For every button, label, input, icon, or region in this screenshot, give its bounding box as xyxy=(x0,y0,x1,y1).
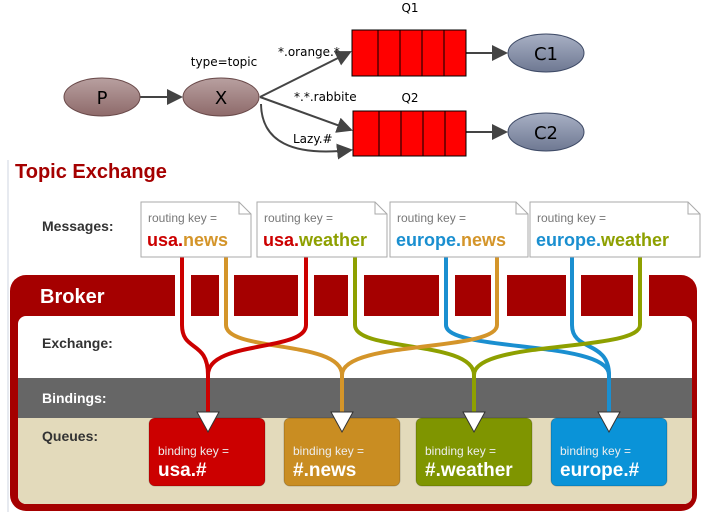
routing-key-value: usa.weather xyxy=(263,230,367,250)
queue-box: binding key = europe.# xyxy=(550,411,668,487)
message-card: routing key = europe.weather xyxy=(529,201,701,258)
page-fold-icon xyxy=(374,202,387,215)
binding-key-value: #.weather xyxy=(425,460,513,481)
message-card: routing key = europe.news xyxy=(389,201,529,258)
binding-key-value: europe.# xyxy=(560,460,640,481)
exchange-row-label: Exchange: xyxy=(42,335,113,351)
arrow-down-icon xyxy=(462,411,486,434)
route-line xyxy=(340,257,499,412)
binding-key-value: #.news xyxy=(293,460,356,481)
binding-key-prefix: binding key = xyxy=(293,444,364,458)
arrow-down-icon xyxy=(597,411,621,434)
topic-flow-diagram: P X C1 C2 Q1 Q2 type=topic *.orange.* *.… xyxy=(63,1,585,160)
bindings-row-label: Bindings: xyxy=(42,390,107,406)
page-fold-icon xyxy=(687,202,700,215)
queues-row-label: Queues: xyxy=(42,428,98,444)
message-card: routing key = usa.news xyxy=(140,201,252,258)
queue-box: binding key = #.weather xyxy=(415,411,533,487)
binding-lazy-label: Lazy.# xyxy=(293,132,333,146)
page-fold-icon xyxy=(238,202,251,215)
broker-label: Broker xyxy=(40,286,105,308)
exchange-label: X xyxy=(215,88,227,109)
routing-key-value: europe.news xyxy=(396,230,506,250)
producer-node xyxy=(63,77,141,117)
binding-key-prefix: binding key = xyxy=(560,444,631,458)
route-line xyxy=(224,257,344,412)
page-fold-icon xyxy=(515,202,528,215)
routing-key-value: europe.weather xyxy=(536,230,669,250)
binding-key-value: usa.# xyxy=(158,460,207,481)
producer-label: P xyxy=(97,88,108,109)
consumer1-node xyxy=(507,33,585,73)
exchange-node xyxy=(182,77,260,117)
binding-key-prefix: binding key = xyxy=(158,444,229,458)
route-line xyxy=(472,257,642,412)
consumer1-label: C1 xyxy=(534,44,558,65)
binding-key-prefix: binding key = xyxy=(425,444,496,458)
queue2-label: Q2 xyxy=(401,91,418,105)
routing-key-prefix: routing key = xyxy=(397,211,466,225)
routing-lines xyxy=(180,257,642,412)
route-line xyxy=(206,257,308,412)
consumer2-node xyxy=(507,112,585,152)
arrow-down-icon xyxy=(330,411,354,434)
messages-label: Messages: xyxy=(42,218,114,234)
routing-key-prefix: routing key = xyxy=(537,211,606,225)
route-line xyxy=(570,257,611,412)
routing-key-prefix: routing key = xyxy=(148,211,217,225)
route-line xyxy=(444,257,611,412)
queue1-label: Q1 xyxy=(401,1,418,15)
arrow-down-icon xyxy=(196,411,220,434)
section-title: Topic Exchange xyxy=(15,161,167,183)
queue-box: binding key = #.news xyxy=(283,411,401,487)
message-card: routing key = usa.weather xyxy=(256,201,388,258)
binding-orange-label: *.orange.* xyxy=(278,45,340,59)
queue-box: binding key = usa.# xyxy=(148,411,266,487)
routing-key-prefix: routing key = xyxy=(264,211,333,225)
queue1 xyxy=(351,29,467,77)
queue2 xyxy=(352,110,467,157)
consumer2-label: C2 xyxy=(534,123,558,144)
exchange-type-label: type=topic xyxy=(191,55,257,69)
binding-rabbite-label: *.*.rabbite xyxy=(294,90,357,104)
routing-key-value: usa.news xyxy=(147,230,228,250)
